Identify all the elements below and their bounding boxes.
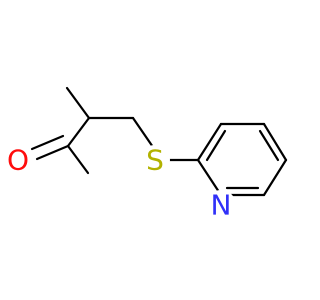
bond-c2-o-double-a (35, 144, 70, 161)
bond-c2-o-double-b (30, 134, 65, 151)
bond-ring-n-c2 (196, 158, 223, 197)
oxygen-atom-label: O (7, 144, 29, 177)
bond-ring-c2-c3-inner (205, 129, 227, 162)
bond-ring-c5-c6 (262, 158, 288, 197)
sulfur-atom-label: S (146, 144, 164, 177)
nitrogen-atom-label: N (211, 189, 232, 222)
atom-labels: O S N (2, 144, 236, 222)
bond-c4-s (131, 116, 157, 152)
structure-canvas: O S N (2, 86, 288, 222)
bond-ring-c4-c5 (262, 122, 288, 162)
oxygen-label-background (2, 144, 34, 176)
bond-c2-c3 (66, 116, 91, 148)
nitrogen-label-background (206, 190, 236, 220)
molecule-diagram: O S N (2, 86, 288, 222)
bond-c3-methyl (65, 86, 91, 120)
bond-c1-c2 (66, 144, 90, 175)
bond-ring-c2-c3 (196, 122, 223, 162)
bond-lines (30, 86, 288, 197)
sulfur-label-background (140, 145, 170, 175)
bond-ring-c4-c5-inner (258, 129, 280, 162)
